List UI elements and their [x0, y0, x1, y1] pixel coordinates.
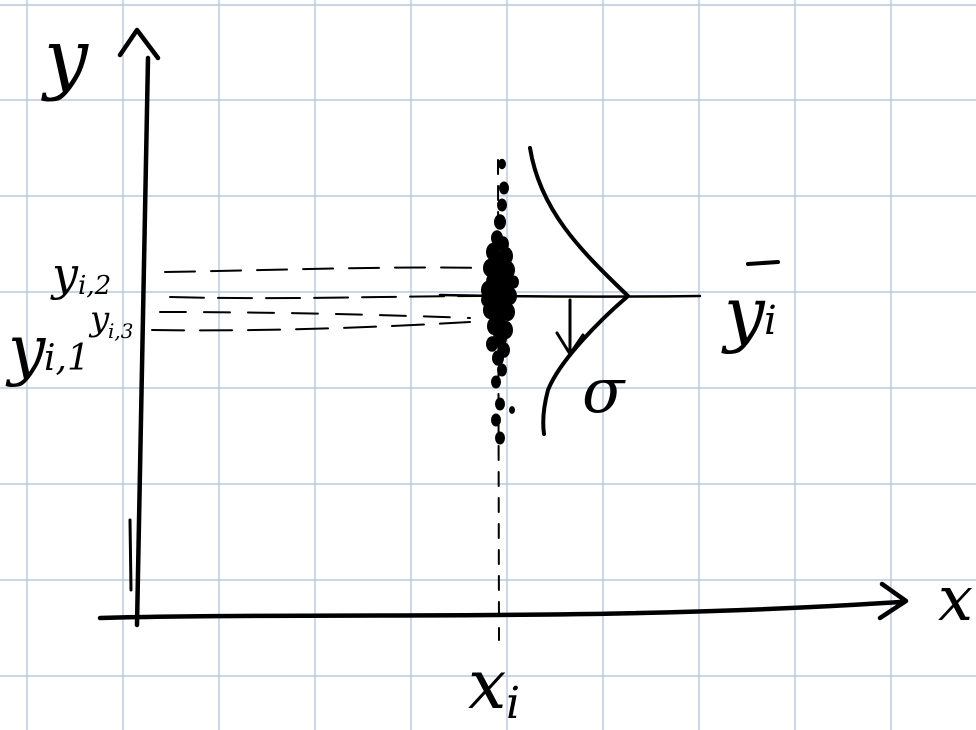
data-point: [509, 406, 515, 414]
distribution-curve: [528, 146, 630, 436]
y-i3-subscript: i,3: [108, 319, 133, 343]
y-i2-label: y i,2: [50, 247, 111, 301]
y-i3-label: y i,3: [88, 299, 133, 343]
data-point: [491, 375, 501, 389]
y-i1-letter: y: [5, 311, 46, 388]
xi-letter: x: [468, 646, 506, 725]
sigma-symbol: σ: [582, 354, 626, 427]
data-point: [492, 350, 504, 366]
data-point: [486, 336, 498, 352]
y-i1-subscript: i,1: [44, 338, 90, 379]
xi-label: x i: [468, 646, 520, 729]
data-point: [497, 363, 507, 377]
x-axis-letter: x: [938, 562, 973, 635]
data-point: [499, 181, 509, 195]
sigma-arrow: [555, 298, 585, 356]
y-bar-label: y i: [721, 260, 780, 355]
projection-lines: [151, 266, 481, 332]
y-i3-letter: y: [88, 299, 110, 339]
y-i1-label: y i,1: [5, 311, 90, 388]
y-bar-subscript: i: [764, 298, 777, 344]
y-bar-letter: y: [721, 271, 766, 355]
data-point: [495, 397, 505, 411]
data-point: [491, 413, 501, 427]
x-axis-label: x: [938, 562, 973, 635]
data-points-cluster: [481, 158, 519, 445]
sigma-label: σ: [582, 354, 626, 427]
y-axis: [117, 27, 161, 628]
data-point: [494, 214, 506, 230]
y-i2-letter: y: [50, 247, 79, 301]
data-point: [509, 275, 519, 289]
y-i2-subscript: i,2: [78, 271, 111, 301]
x-axis: [97, 581, 909, 621]
mean-line: [438, 293, 702, 298]
y-axis-letter: y: [41, 13, 89, 103]
xi-subscript: i: [506, 678, 520, 729]
data-point: [495, 431, 505, 445]
data-point: [498, 158, 506, 170]
y-axis-label: y: [41, 13, 89, 103]
data-point: [497, 198, 507, 212]
